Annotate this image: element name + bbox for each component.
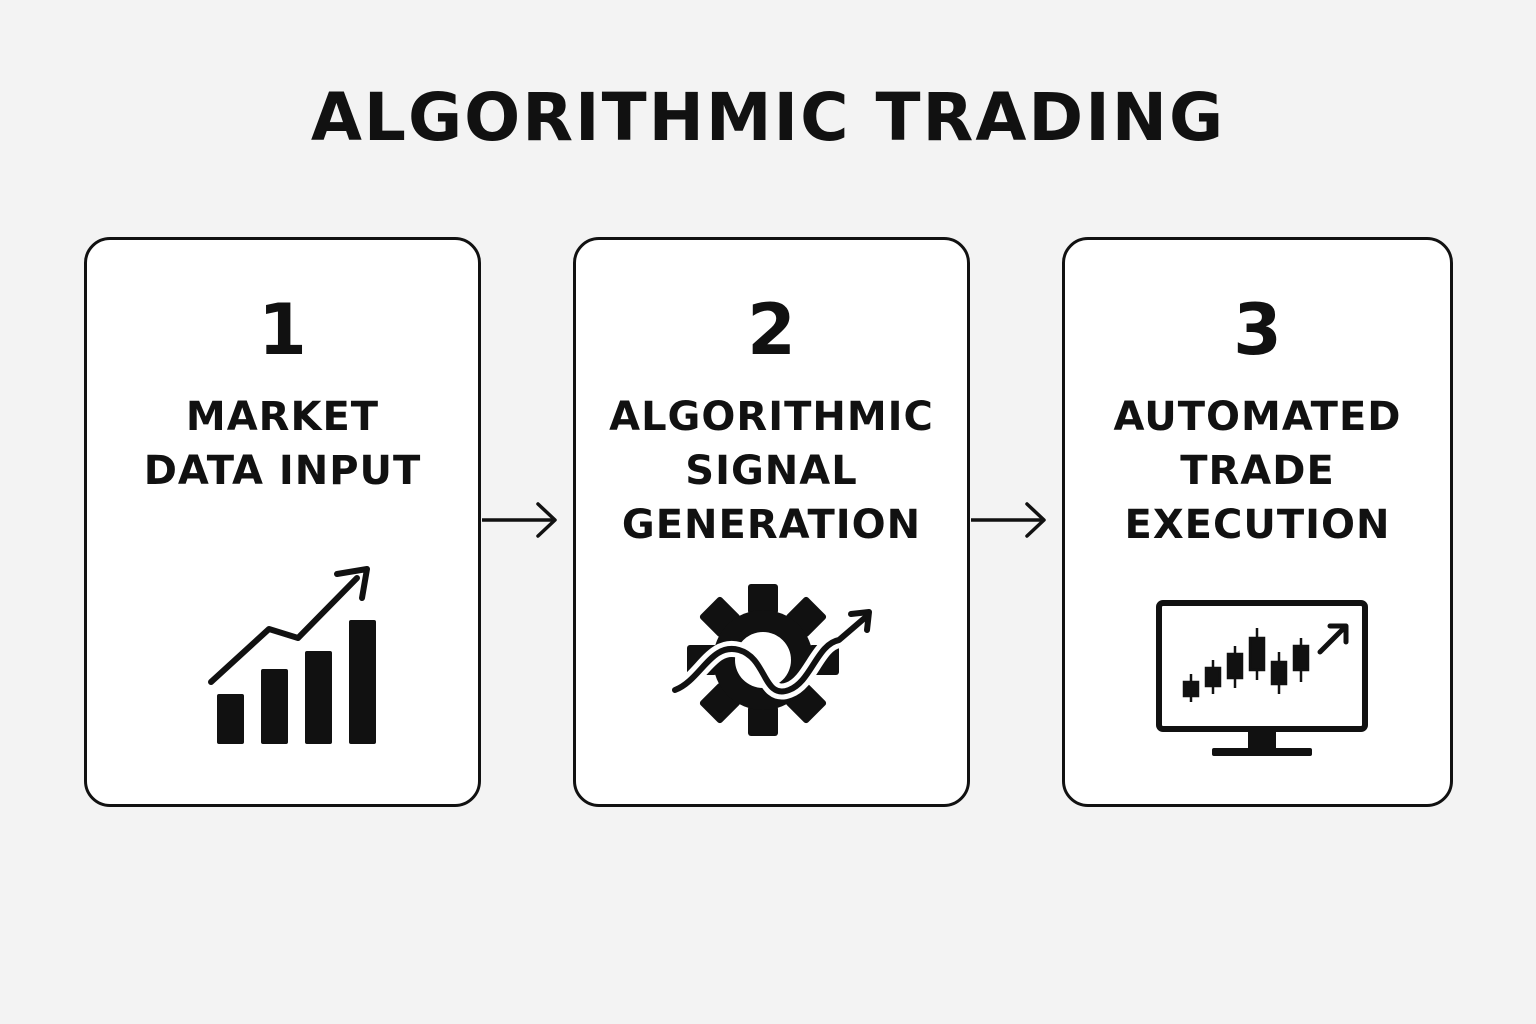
- diagram-title: ALGORITHMIC TRADING: [310, 79, 1226, 156]
- step-number-2: 2: [747, 289, 796, 371]
- step-card-1: 1 MARKET DATA INPUT: [84, 237, 481, 807]
- flow-arrow-1: [482, 502, 557, 538]
- gear-wave-icon: [671, 584, 872, 736]
- step-label-2: ALGORITHMIC SIGNAL GENERATION: [609, 394, 934, 548]
- step-card-3: 3 AUTOMATED TRADE EXECUTION: [1062, 237, 1453, 807]
- bar-chart-trend-icon: [208, 566, 376, 744]
- step-label-1: MARKET DATA INPUT: [143, 394, 422, 494]
- step-number-3: 3: [1233, 289, 1282, 371]
- monitor-candlestick-icon: [1156, 600, 1368, 756]
- step-number-1: 1: [258, 289, 307, 371]
- flow-arrow-2: [971, 502, 1046, 538]
- step-label-3: AUTOMATED TRADE EXECUTION: [1113, 394, 1402, 548]
- step-card-2: 2 ALGORITHMIC SIGNAL GENERATION: [573, 237, 970, 807]
